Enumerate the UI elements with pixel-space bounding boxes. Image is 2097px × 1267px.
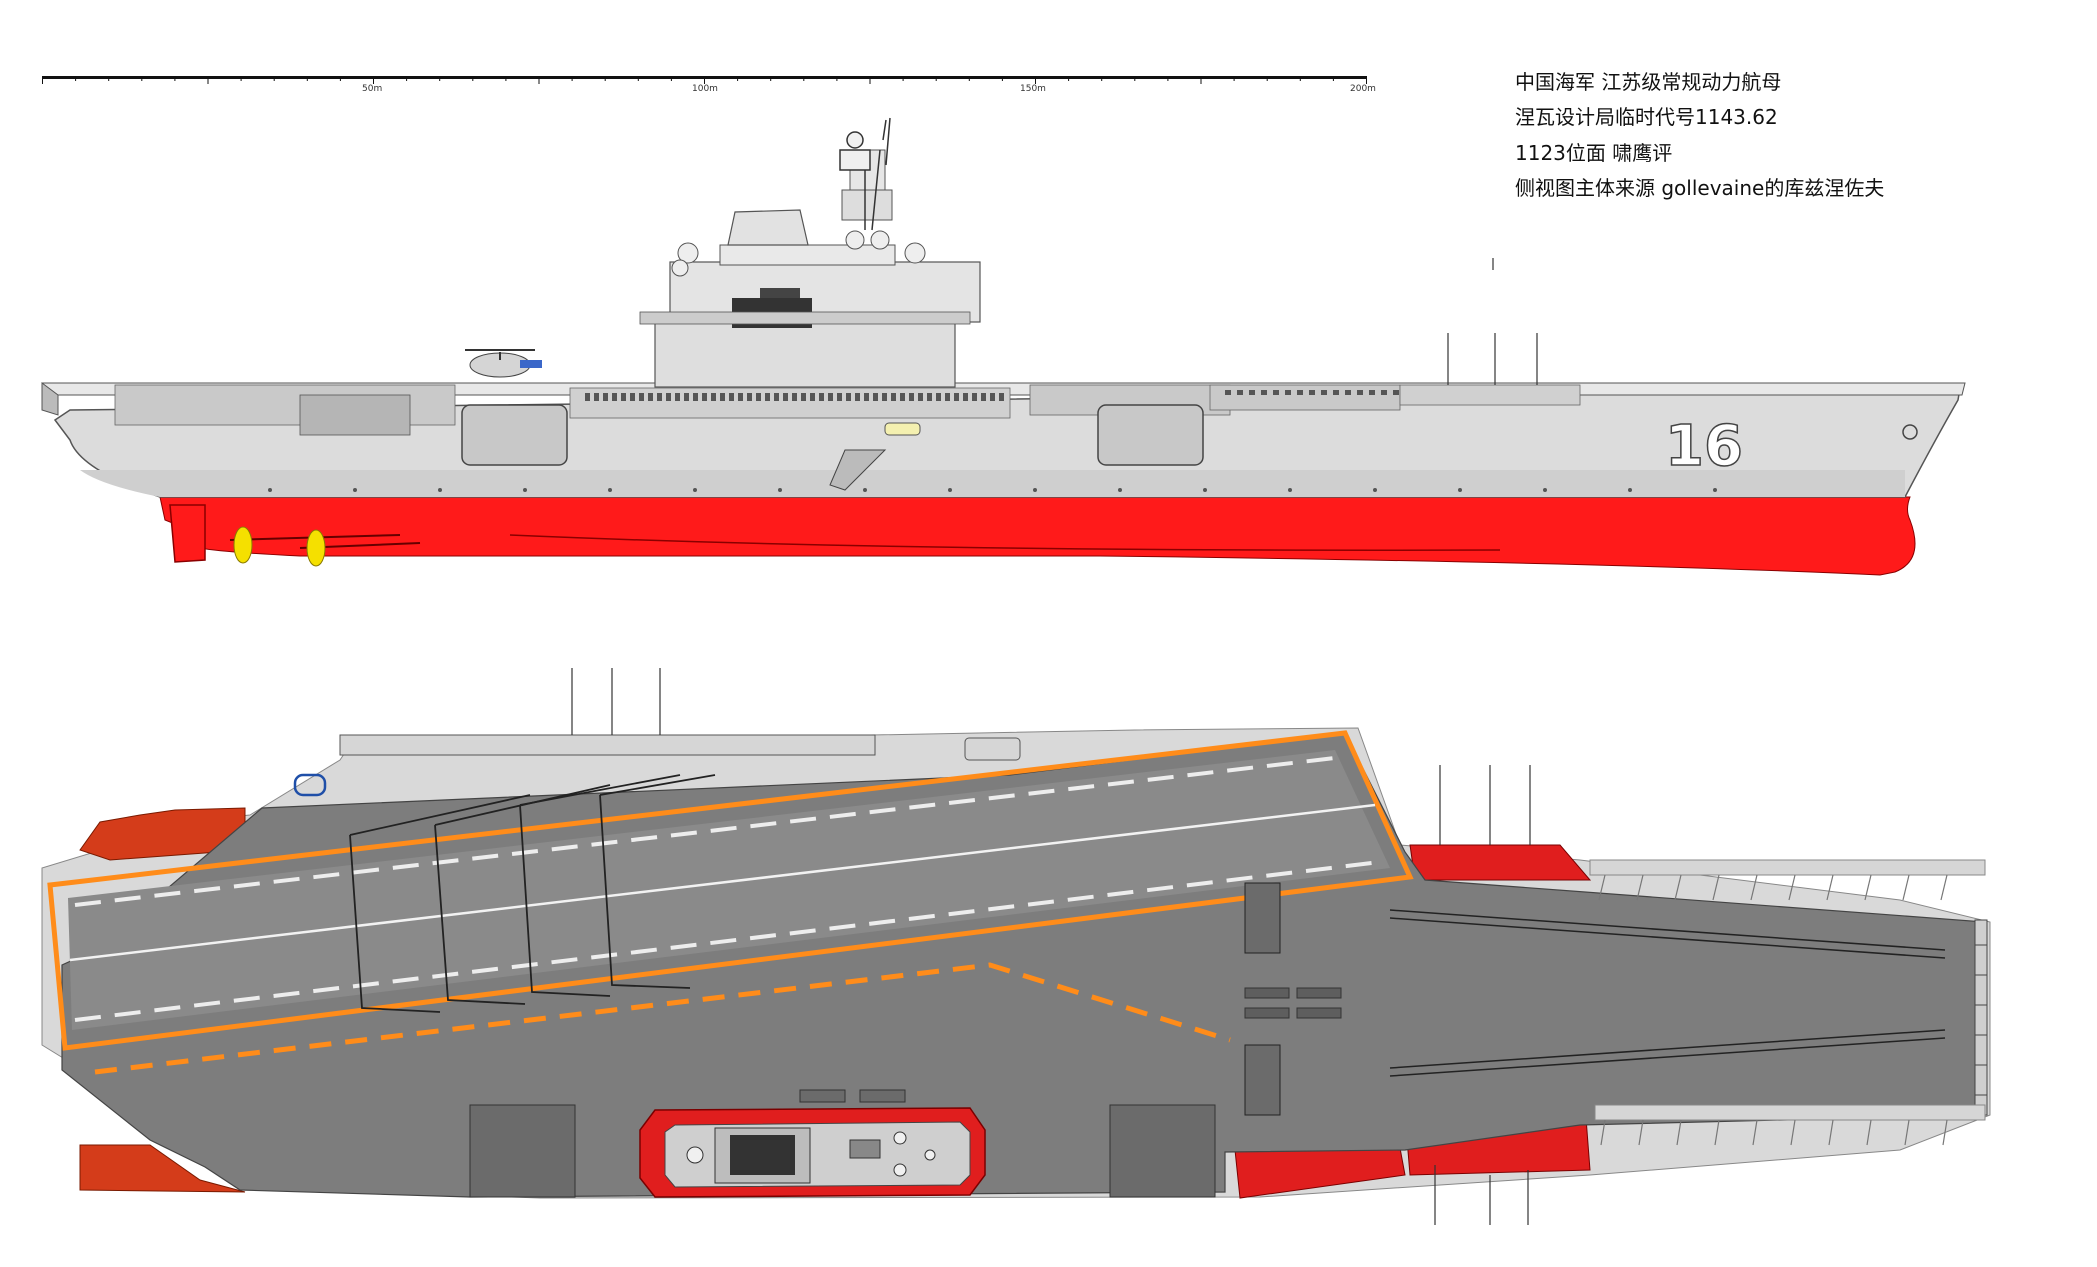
deck-elevator-aft [469, 1104, 576, 1198]
starboard-gallery [1589, 859, 1986, 1146]
blast-deflector-2 [1244, 1044, 1281, 1116]
angled-deck-centerline [69, 803, 1376, 962]
port-gallery [293, 668, 1531, 1225]
scale-label-100m: 100m [692, 84, 718, 94]
lower-hull-red [159, 496, 1916, 576]
hull-number: 16 [1665, 414, 1743, 479]
propeller-aft [233, 526, 253, 564]
credit-line-2: 涅瓦设计局临时代号1143.62 [1515, 105, 1778, 129]
ski-jump [1974, 919, 1988, 1116]
sponson-port-aft-lower [79, 1144, 246, 1193]
island [639, 149, 981, 388]
side-profile: 16 [41, 117, 1966, 576]
top-view [41, 668, 1991, 1225]
scale-label-200m: 200m [1350, 84, 1376, 94]
catapults-bow [1389, 909, 1946, 1077]
blast-deflector-1 [1244, 882, 1281, 954]
credit-line-4: 侧视图主体来源 gollevaine的库兹涅佐夫 [1515, 176, 1885, 200]
gallery-deck [114, 384, 1581, 436]
helicopter [465, 349, 542, 378]
arrestor-wires [349, 774, 716, 1013]
elevator-opening-aft [461, 404, 568, 466]
rudder [169, 504, 206, 563]
scale-bar: 50m 100m 150m 200m [42, 76, 1376, 94]
scale-label-150m: 150m [1020, 84, 1046, 94]
elevator-opening-fwd [1097, 404, 1204, 466]
island-plan [639, 1089, 986, 1198]
sponson-port-aft [79, 807, 246, 861]
anchor-icon [1902, 424, 1918, 440]
scale-label-50m: 50m [362, 84, 382, 94]
mast [839, 117, 891, 231]
credit-line-3: 1123位面 啸鹰评 [1515, 141, 1673, 165]
angled-deck-stripe [47, 730, 1414, 1051]
credit-line-1: 中国海军 江苏级常规动力航母 [1515, 70, 1782, 94]
propeller-fwd [306, 529, 326, 567]
deck-elevator-fwd [1109, 1104, 1216, 1198]
taxi-line [94, 962, 1231, 1075]
sponson-stbd-fwd [1409, 844, 1592, 881]
